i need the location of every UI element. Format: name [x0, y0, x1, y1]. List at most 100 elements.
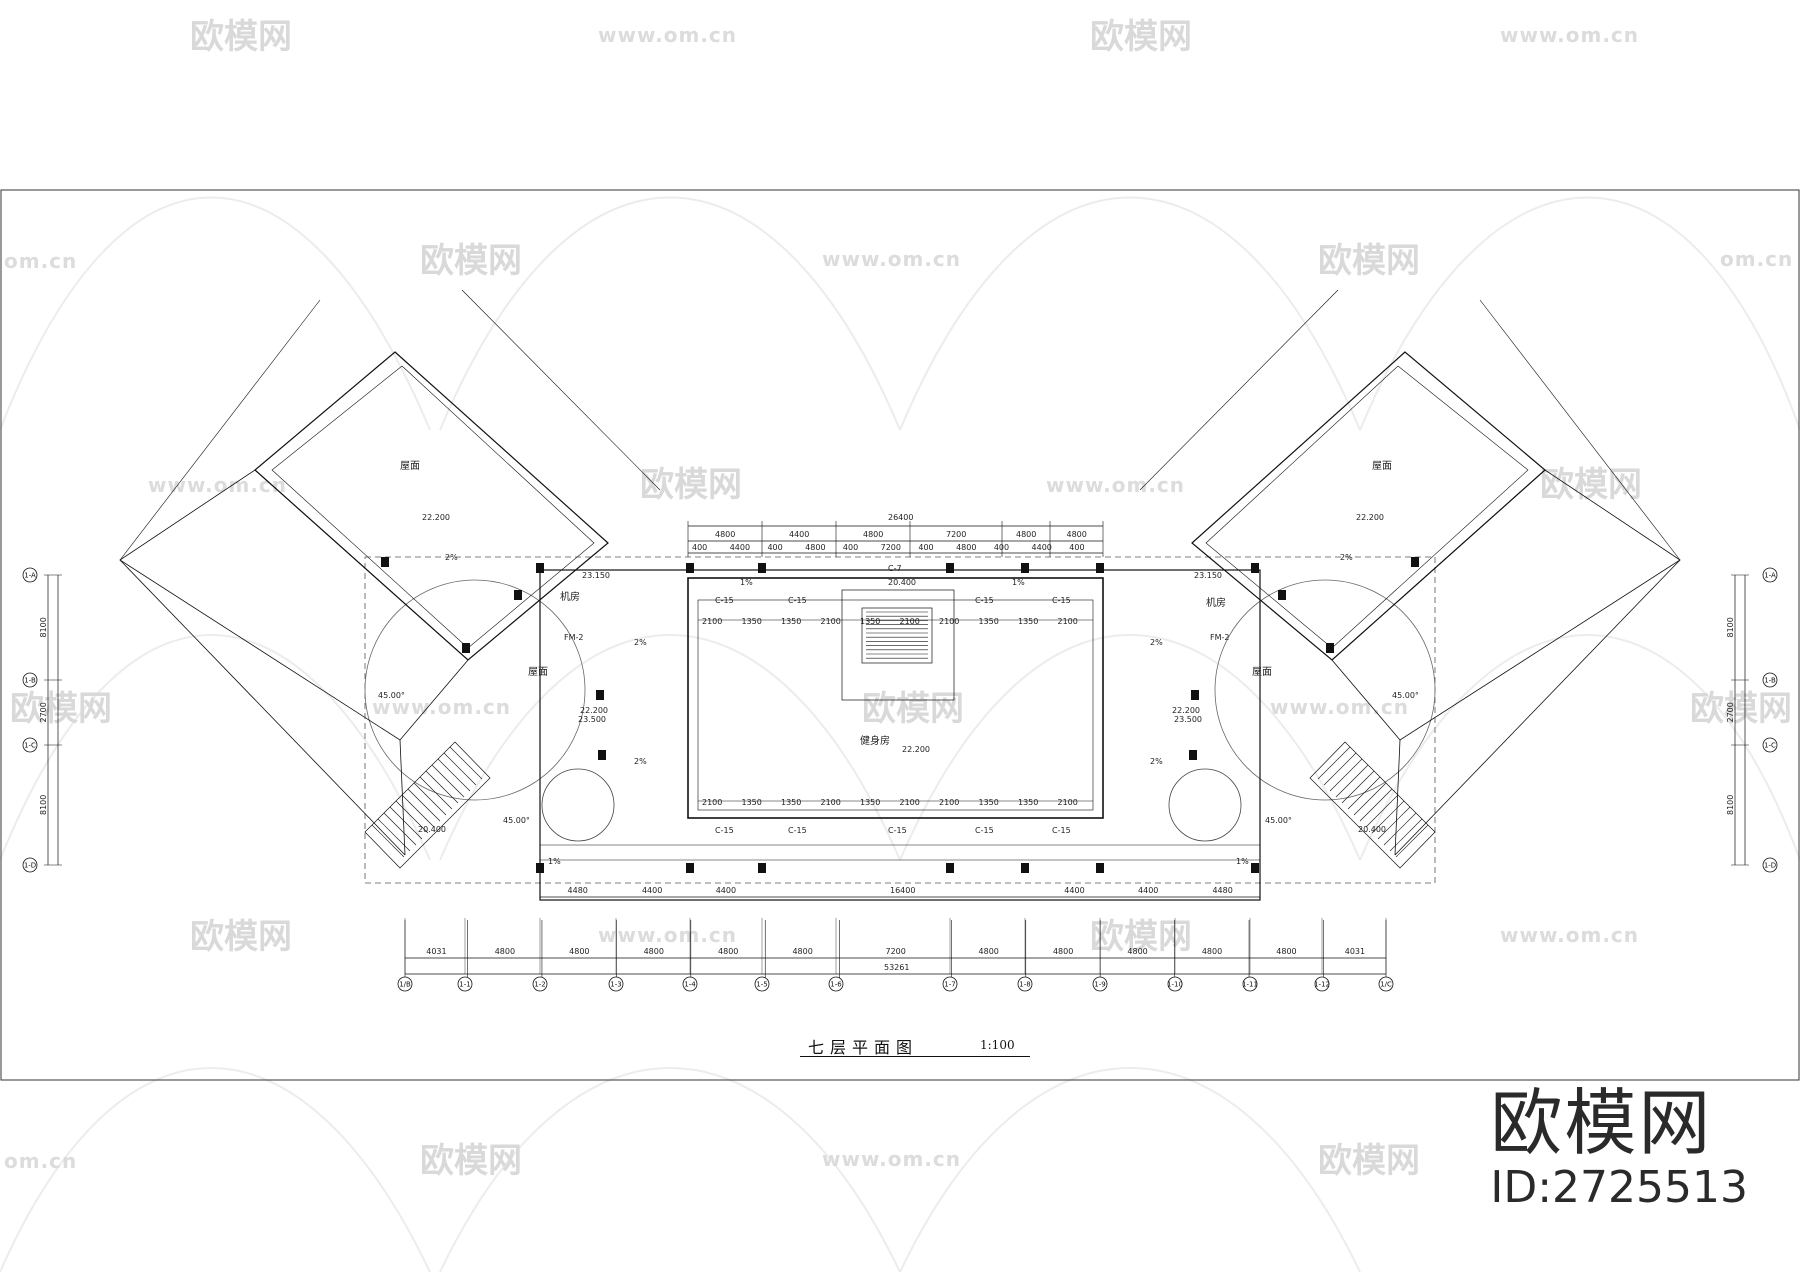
grid-bubble-label: 1-8	[1019, 981, 1030, 989]
grid-bubble: 1-7	[942, 976, 958, 992]
stair-tread	[1389, 818, 1423, 852]
dimension-value: 2100	[900, 798, 920, 807]
stair-tread	[1377, 806, 1411, 840]
brand-logo: 欧模网	[1490, 1081, 1713, 1165]
dimension-value: 4800	[805, 543, 825, 552]
dimension-value: 1350	[979, 617, 999, 626]
grid-bubble: 1-A	[1762, 567, 1778, 583]
column	[946, 563, 954, 573]
room-label-gym: 健身房	[860, 734, 890, 747]
column	[1021, 563, 1029, 573]
room-label-machine-left: 机房	[560, 590, 580, 603]
dimension-value: 4800	[644, 947, 664, 956]
stair-tread	[1341, 770, 1375, 804]
grid-bubble-label: 1-7	[944, 981, 955, 989]
elevation-machine-left: 23.150	[582, 571, 610, 580]
stair-tread	[1383, 812, 1417, 846]
grid-bubble: 1-11	[1242, 976, 1258, 992]
watermark-url: www.om.cn	[598, 923, 737, 947]
dimension-value: 7200	[886, 947, 906, 956]
dimension-value: 1350	[979, 798, 999, 807]
window-tag: C-15	[788, 826, 807, 835]
dimension-value: 2100	[702, 798, 722, 807]
watermark-url: www.om.cn	[822, 1147, 961, 1171]
dimension-value: 16400	[890, 886, 915, 895]
slope-label: 2%	[1150, 638, 1163, 647]
dimension-value: 4031	[426, 947, 446, 956]
room-label-machine-right: 机房	[1206, 596, 1226, 609]
window-tag: C-15	[788, 596, 807, 605]
watermark-logo: 欧模网	[1090, 17, 1192, 57]
stair-tread	[371, 824, 405, 858]
right-arc	[1214, 579, 1436, 801]
columns	[381, 557, 1419, 873]
stair-tread	[413, 782, 447, 816]
central-block	[539, 569, 1261, 901]
dimension-value: 2100	[1058, 617, 1078, 626]
grid-bubble: 1-2	[532, 976, 548, 992]
grid-bubble: 1-D	[22, 857, 38, 873]
watermark-logo: 欧模网	[1318, 1141, 1420, 1181]
slope-label: 2%	[1150, 757, 1163, 766]
dimension-value: 4400	[716, 886, 736, 895]
dimension-value: 2700	[1726, 702, 1735, 722]
grid-bubble-label: 1-1	[459, 981, 470, 989]
column	[946, 863, 954, 873]
grid-bubble: 1-A	[22, 567, 38, 583]
dimension-value: 4031	[1345, 947, 1365, 956]
column	[536, 563, 544, 573]
dimension-value: 1350	[1018, 798, 1038, 807]
grid-bubble: 1-8	[1017, 976, 1033, 992]
watermark-logo: 欧模网	[1690, 689, 1792, 729]
stair-tread	[407, 788, 441, 822]
watermark-url: www.om.cn	[598, 23, 737, 47]
column	[1191, 690, 1199, 700]
elevation-core: 20.400	[888, 578, 916, 587]
side-stair-treads	[371, 746, 1429, 858]
slope-label: 2%	[445, 553, 458, 562]
dimension-value: 7200	[881, 543, 901, 552]
watermark-logo: 欧模网	[640, 465, 742, 505]
dimension-value: 2100	[1058, 798, 1078, 807]
dimension-overall: 53261	[884, 963, 909, 972]
slope-label: 1%	[548, 857, 561, 866]
dimension-value: 2700	[39, 702, 48, 722]
dimension-value: 4800	[1053, 947, 1073, 956]
dimension-overall: 26400	[888, 513, 913, 522]
stair-tread	[449, 746, 483, 780]
dimension-value: 1350	[781, 617, 801, 626]
stair-tread	[1347, 776, 1381, 810]
stair-tread	[1371, 800, 1405, 834]
window-tag: C-7	[888, 564, 902, 573]
dimension-value: 4800	[792, 947, 812, 956]
grid-bubble-label: 1-2	[534, 981, 545, 989]
column	[1189, 750, 1197, 760]
dimension-value: 2100	[900, 617, 920, 626]
watermark-url: www.om.cn	[1500, 923, 1639, 947]
stair-tread	[401, 794, 435, 828]
grid-bubble: 1-9	[1092, 976, 1108, 992]
dimension-value: 4800	[979, 947, 999, 956]
dimension-value: 4480	[568, 886, 588, 895]
stair-tread	[395, 800, 429, 834]
grid-bubble-label: 1-3	[610, 981, 621, 989]
window-tag: C-15	[715, 826, 734, 835]
slope-label: 2%	[1340, 553, 1353, 562]
dimension-value: 4400	[730, 543, 750, 552]
watermark-logo: 欧模网	[862, 689, 964, 729]
stair-tread	[425, 770, 459, 804]
dimension-value: 4800	[495, 947, 515, 956]
dimension-value: 4800	[1202, 947, 1222, 956]
core-stair-treads	[866, 611, 928, 659]
stair-tread	[1329, 758, 1363, 792]
column	[596, 690, 604, 700]
dimension-value: 4800	[1016, 530, 1036, 539]
stair-tread	[383, 812, 417, 846]
stair-tread	[1353, 782, 1387, 816]
column	[514, 590, 522, 600]
roof-outline	[364, 556, 1436, 884]
grid-bubble: 1-B	[1762, 672, 1778, 688]
watermark-url: www.om.cn	[1270, 695, 1409, 719]
stair-tread	[389, 806, 423, 840]
